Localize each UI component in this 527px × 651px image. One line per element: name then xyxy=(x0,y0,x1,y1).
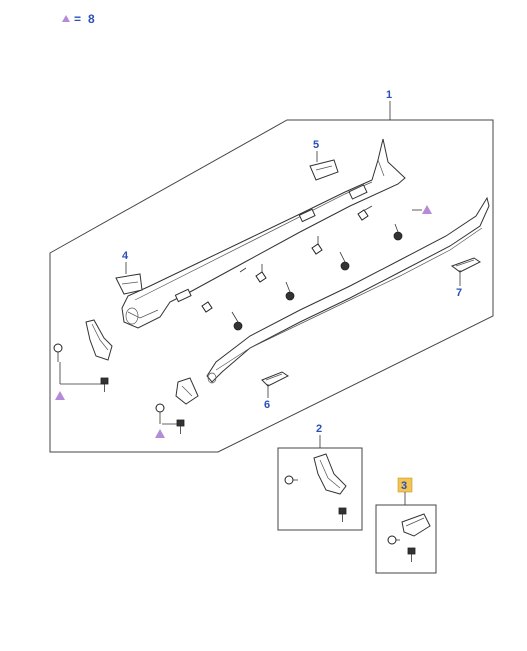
callout-3[interactable]: 3 xyxy=(401,480,407,492)
mud-flap-kit-2 xyxy=(284,453,347,522)
triangle-icon xyxy=(155,429,165,438)
triangle-icon xyxy=(55,391,65,400)
mud-flap-upper xyxy=(53,319,113,392)
callout-7[interactable]: 7 xyxy=(456,287,462,299)
upper-sill-panel xyxy=(121,138,406,329)
bracket-4 xyxy=(115,273,143,295)
bracket-5 xyxy=(309,159,339,181)
legend: = 8 xyxy=(62,12,95,26)
upper-panel-clips xyxy=(201,205,373,313)
mud-flap-kit-3 xyxy=(387,513,431,562)
legend-equals: = xyxy=(74,12,81,26)
callout-2[interactable]: 2 xyxy=(316,423,322,435)
lower-rocker-strip xyxy=(206,196,490,384)
mud-flap-lower xyxy=(155,377,199,434)
subassembly-box-3 xyxy=(375,504,437,574)
callout-6[interactable]: 6 xyxy=(264,399,270,411)
callout-4[interactable]: 4 xyxy=(122,250,129,262)
subassembly-box-2 xyxy=(277,447,363,531)
legend-value: 8 xyxy=(88,12,95,26)
triangle-icon xyxy=(62,15,70,22)
bracket-6 xyxy=(261,371,289,387)
push-clips xyxy=(231,223,403,331)
assembly-frame xyxy=(49,119,494,453)
callout-5[interactable]: 5 xyxy=(313,139,319,151)
triangle-icon xyxy=(422,205,432,214)
callout-1[interactable]: 1 xyxy=(386,89,392,101)
bracket-7 xyxy=(450,257,481,273)
